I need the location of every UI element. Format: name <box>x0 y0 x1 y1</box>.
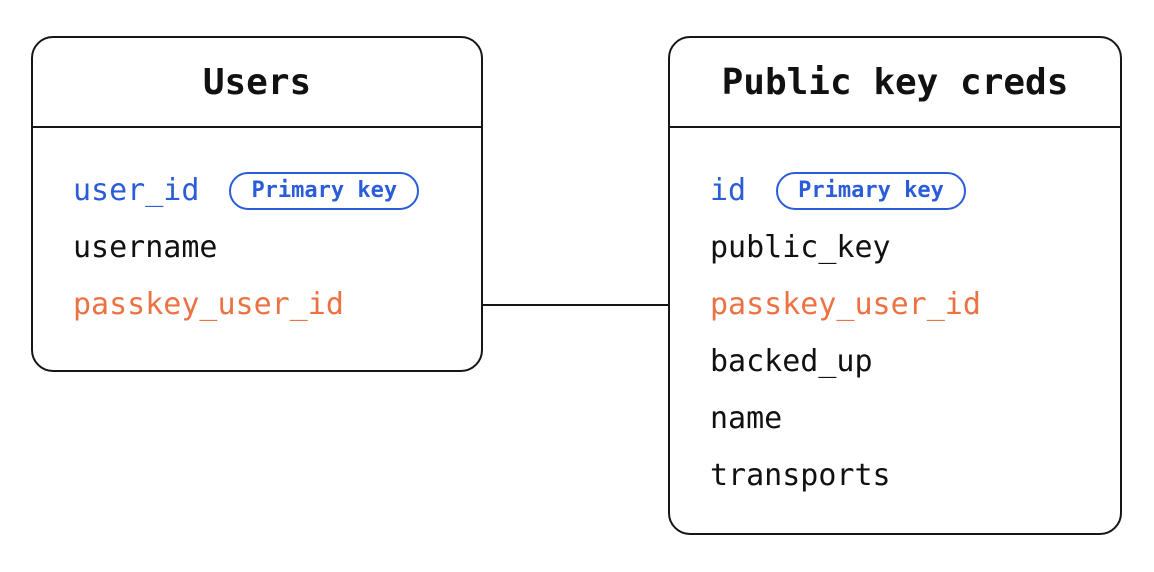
primary-key-badge: Primary key <box>776 171 966 210</box>
field-name: public_key <box>710 230 891 265</box>
field-row: passkey_user_id <box>73 276 481 333</box>
field-row: user_id Primary key <box>73 162 481 219</box>
relationship-line-passkey-user-id <box>483 304 668 306</box>
table-users: Users user_id Primary key username passkey_… <box>31 36 483 372</box>
table-users-header: Users <box>33 38 481 128</box>
field-name: username <box>73 230 218 265</box>
field-row: transports <box>710 447 1120 504</box>
table-users-title: Users <box>202 61 312 103</box>
field-name: passkey_user_id <box>710 287 981 322</box>
field-row: public_key <box>710 219 1120 276</box>
field-row: id Primary key <box>710 162 1120 219</box>
table-public-key-creds-header: Public key creds <box>670 38 1120 128</box>
field-name: name <box>710 401 783 436</box>
field-row: backed_up <box>710 333 1120 390</box>
field-name: id <box>710 173 747 208</box>
primary-key-badge: Primary key <box>229 171 420 210</box>
field-name: passkey_user_id <box>73 287 344 322</box>
table-users-fields: user_id Primary key username passkey_user_i… <box>33 128 481 333</box>
table-public-key-creds: Public key creds id Primary key public_key… <box>668 36 1122 535</box>
field-name: transports <box>710 458 891 493</box>
field-name: user_id <box>73 173 200 208</box>
field-row: username <box>73 219 481 276</box>
table-public-key-creds-title: Public key creds <box>721 61 1069 103</box>
field-row: passkey_user_id <box>710 276 1120 333</box>
field-row: name <box>710 390 1120 447</box>
field-name: backed_up <box>710 344 873 379</box>
